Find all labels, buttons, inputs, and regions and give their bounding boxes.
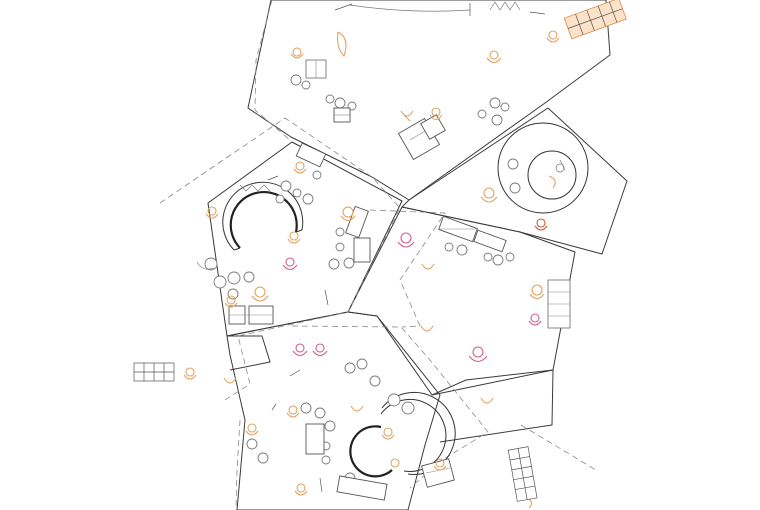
bench-west <box>196 175 329 493</box>
canopy-south-west <box>235 419 241 510</box>
person-icon <box>292 343 308 357</box>
person-icon <box>282 257 298 271</box>
pavilion-north <box>247 0 611 201</box>
table-cluster-north <box>397 114 446 161</box>
person-icon <box>294 483 308 496</box>
person-icon <box>223 377 237 384</box>
person-icon <box>183 367 197 380</box>
bike-rack-southeast <box>507 446 538 502</box>
person-icon <box>480 187 498 203</box>
bench-north <box>305 1 546 79</box>
stage-circle-east <box>497 122 589 214</box>
pergola-northeast <box>563 0 627 40</box>
pavilion-walls <box>207 0 628 510</box>
person-icon <box>340 206 356 222</box>
chair-group-west <box>204 142 371 325</box>
stage-ring-west <box>222 181 304 251</box>
canopy-south <box>291 325 489 489</box>
pavilion-south <box>226 311 441 510</box>
canopy-east <box>520 424 597 471</box>
person-icon <box>312 343 328 357</box>
person-icon <box>287 231 301 244</box>
person-icon <box>293 161 307 174</box>
annex-southeast <box>431 369 554 443</box>
person-icon <box>480 397 494 404</box>
person-icon <box>286 405 300 418</box>
chair-group-north <box>290 74 510 126</box>
person-icon <box>468 346 488 363</box>
person-icon <box>381 427 395 440</box>
person-icon <box>397 232 415 248</box>
person-icon <box>290 47 304 59</box>
person-icon <box>529 284 545 300</box>
chair-group-east <box>438 158 571 329</box>
canopy-outlines <box>159 0 597 510</box>
person-icon <box>433 458 447 471</box>
person-icon <box>224 295 238 308</box>
person-icon <box>420 325 434 332</box>
bike-rack-west <box>133 362 175 382</box>
canopy-north <box>254 0 291 141</box>
person-icon <box>548 175 556 189</box>
person-icon <box>251 286 269 302</box>
person-icon <box>205 206 219 219</box>
person-icon <box>390 458 400 468</box>
person-icon <box>245 423 259 436</box>
pavilion-west <box>207 141 403 337</box>
person-icon <box>534 218 548 231</box>
person-icon <box>486 50 502 64</box>
inner-partition <box>227 335 271 371</box>
person-icon <box>337 31 347 58</box>
person-icon <box>350 405 364 412</box>
person-icon <box>400 110 414 122</box>
person-icon <box>528 313 542 326</box>
canopy-mid <box>369 209 446 328</box>
person-icon <box>546 30 560 43</box>
person-icon <box>421 263 435 270</box>
people-figures <box>183 30 560 509</box>
person-icon <box>429 107 443 121</box>
chair-group-south <box>246 358 455 501</box>
